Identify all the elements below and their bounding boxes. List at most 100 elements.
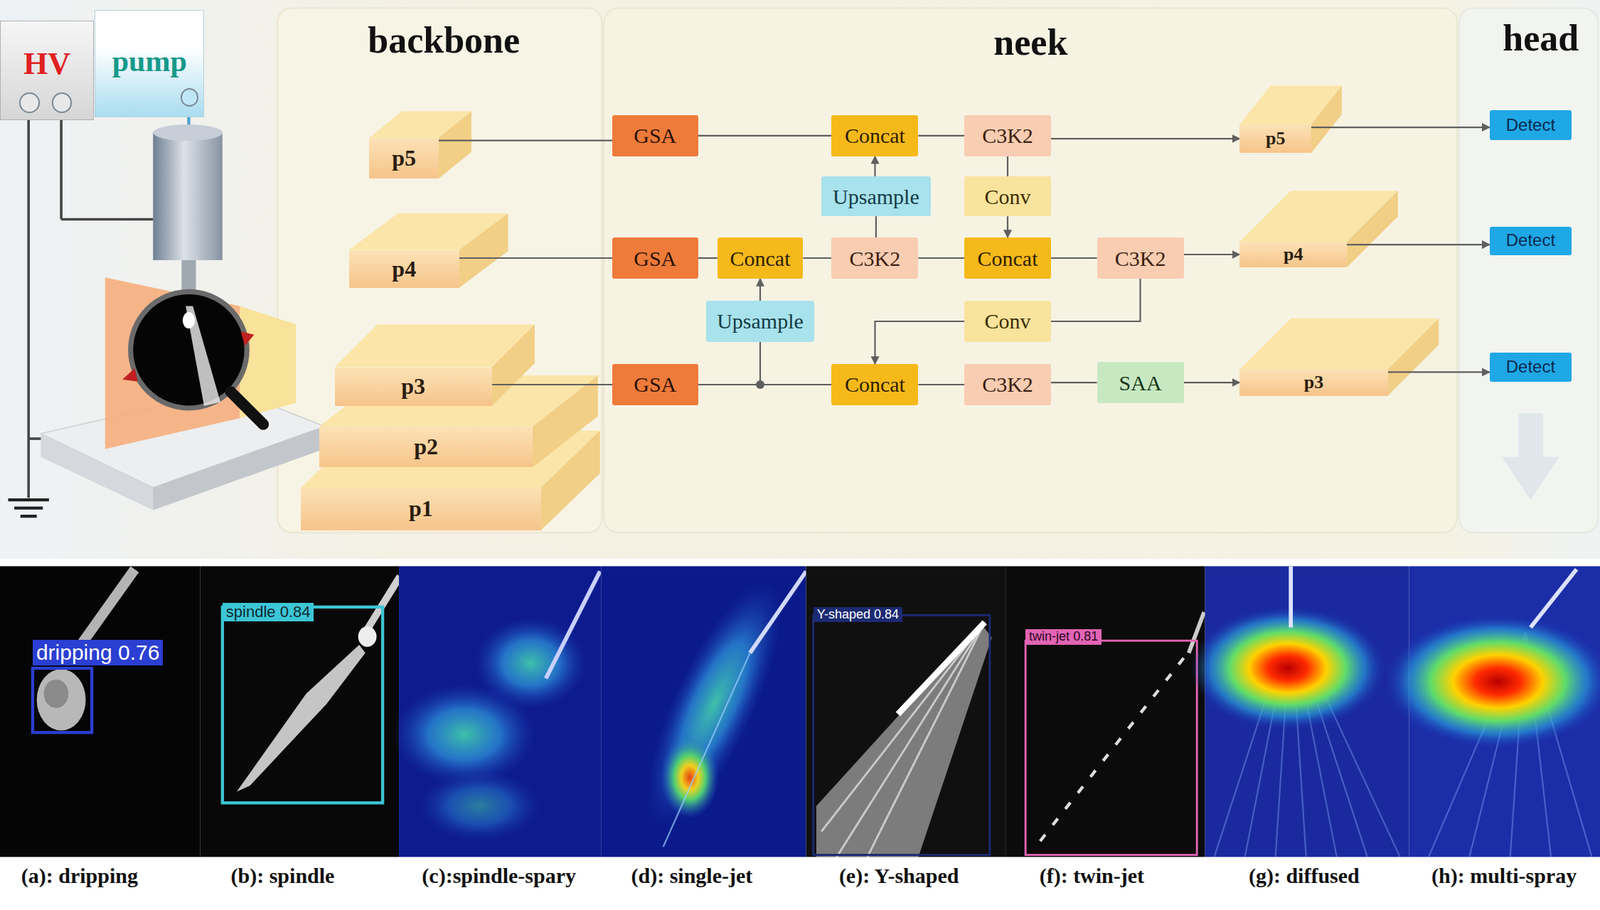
module-label: C3K2 — [849, 246, 901, 271]
block-label: p4 — [391, 256, 416, 282]
panel-caption: (d): single-jet — [630, 863, 753, 889]
connector — [698, 135, 832, 137]
saa-module: SAA — [1097, 361, 1184, 403]
module-label: Upsample — [716, 309, 804, 333]
upsample-module: Upsample — [706, 300, 815, 342]
connector — [1051, 278, 1141, 322]
module-label: Concat — [844, 123, 906, 148]
connector — [1051, 137, 1241, 140]
module-label: SAA — [1119, 371, 1162, 395]
module-label: Concat — [977, 246, 1039, 271]
detection-label: Y-shaped 0.84 — [813, 607, 903, 623]
detect-head: Detect — [1489, 226, 1572, 256]
output-feature-block: p5 — [1239, 124, 1311, 153]
concat-module: Concat — [717, 237, 804, 279]
panel-caption: (c):spindle-spary — [421, 863, 576, 889]
detection-label: dripping 0.76 — [32, 640, 163, 666]
connector — [698, 342, 761, 385]
module-label: GSA — [633, 123, 677, 148]
connector — [918, 135, 965, 137]
module-label: Conv — [984, 184, 1031, 209]
gsa-module: GSA — [612, 115, 699, 156]
connector — [873, 156, 876, 178]
connector — [1006, 216, 1009, 238]
connector — [1184, 381, 1241, 384]
block-label: p5 — [1265, 128, 1285, 150]
conv-module: Conv — [964, 176, 1052, 217]
output-feature-block: p4 — [1239, 241, 1347, 268]
feature-map-block: p4 — [349, 250, 460, 288]
connector — [492, 384, 613, 386]
gsa-module: GSA — [612, 237, 699, 279]
section-heading: neek — [993, 20, 1068, 65]
detection-label: twin-jet 0.81 — [1025, 629, 1102, 645]
concat-module: Concat — [831, 115, 919, 156]
connector — [459, 257, 613, 259]
module-label: C3K2 — [982, 123, 1034, 148]
module-label: GSA — [633, 372, 677, 397]
power-supply-box: HV — [0, 20, 94, 121]
connector — [875, 216, 877, 238]
c3k2-module: C3K2 — [831, 237, 919, 279]
concat-module: Concat — [964, 237, 1052, 279]
device-label: HV — [23, 46, 71, 82]
panel-caption: (g): diffused — [1248, 863, 1360, 889]
module-label: Detect — [1506, 231, 1556, 250]
connector — [1051, 381, 1098, 384]
block-label: p5 — [391, 145, 416, 171]
knob — [19, 92, 40, 114]
block-label: p3 — [401, 374, 426, 399]
c3k2-module: C3K2 — [964, 364, 1052, 405]
device-label: pump — [112, 44, 188, 78]
c3k2-module: C3K2 — [964, 115, 1052, 156]
module-label: Detect — [1506, 357, 1556, 377]
connector — [1346, 243, 1490, 246]
module-label: C3K2 — [982, 372, 1034, 397]
module-label: Conv — [984, 309, 1031, 333]
connector — [875, 321, 965, 365]
connector — [802, 257, 832, 259]
block-label: p3 — [1304, 372, 1324, 394]
section-heading: backbone — [367, 18, 520, 63]
concat-module: Concat — [831, 364, 919, 405]
module-label: C3K2 — [1115, 246, 1167, 271]
block-label: p1 — [408, 496, 434, 522]
panel-caption: (f): twin-jet — [1039, 863, 1145, 889]
connector — [1388, 371, 1491, 373]
detect-head: Detect — [1489, 110, 1572, 141]
pump-box: pump — [94, 9, 205, 118]
output-feature-block: p3 — [1239, 369, 1388, 396]
feature-map-block: p1 — [300, 487, 541, 531]
knob — [51, 92, 73, 114]
connector — [1184, 253, 1241, 256]
connector — [1051, 257, 1098, 259]
module-label: Concat — [844, 372, 906, 397]
conv-module: Conv — [964, 300, 1052, 342]
connector — [698, 257, 718, 259]
module-label: Concat — [730, 246, 791, 271]
section-heading: head — [1502, 16, 1579, 61]
connector — [1311, 126, 1490, 128]
connector — [759, 278, 761, 302]
connector — [918, 384, 965, 386]
detection-label: spindle 0.84 — [222, 603, 315, 622]
detect-head: Detect — [1489, 352, 1572, 382]
panel-caption: (a): dripping — [21, 863, 138, 889]
panel-caption: (h): multi-spray — [1431, 863, 1577, 889]
connector — [1006, 156, 1009, 178]
block-label: p2 — [413, 434, 439, 460]
panel-caption: (e): Y-shaped — [839, 863, 960, 889]
panel-caption: (b): spindle — [231, 863, 335, 889]
junction-dot — [755, 380, 765, 389]
gsa-module: GSA — [612, 364, 699, 405]
module-label: Detect — [1506, 115, 1556, 135]
knob — [180, 88, 200, 107]
feature-map-block: p3 — [334, 367, 493, 407]
module-label: Upsample — [832, 184, 920, 209]
module-label: GSA — [633, 246, 677, 271]
feature-map-block: p5 — [369, 137, 439, 179]
block-label: p4 — [1283, 244, 1303, 266]
